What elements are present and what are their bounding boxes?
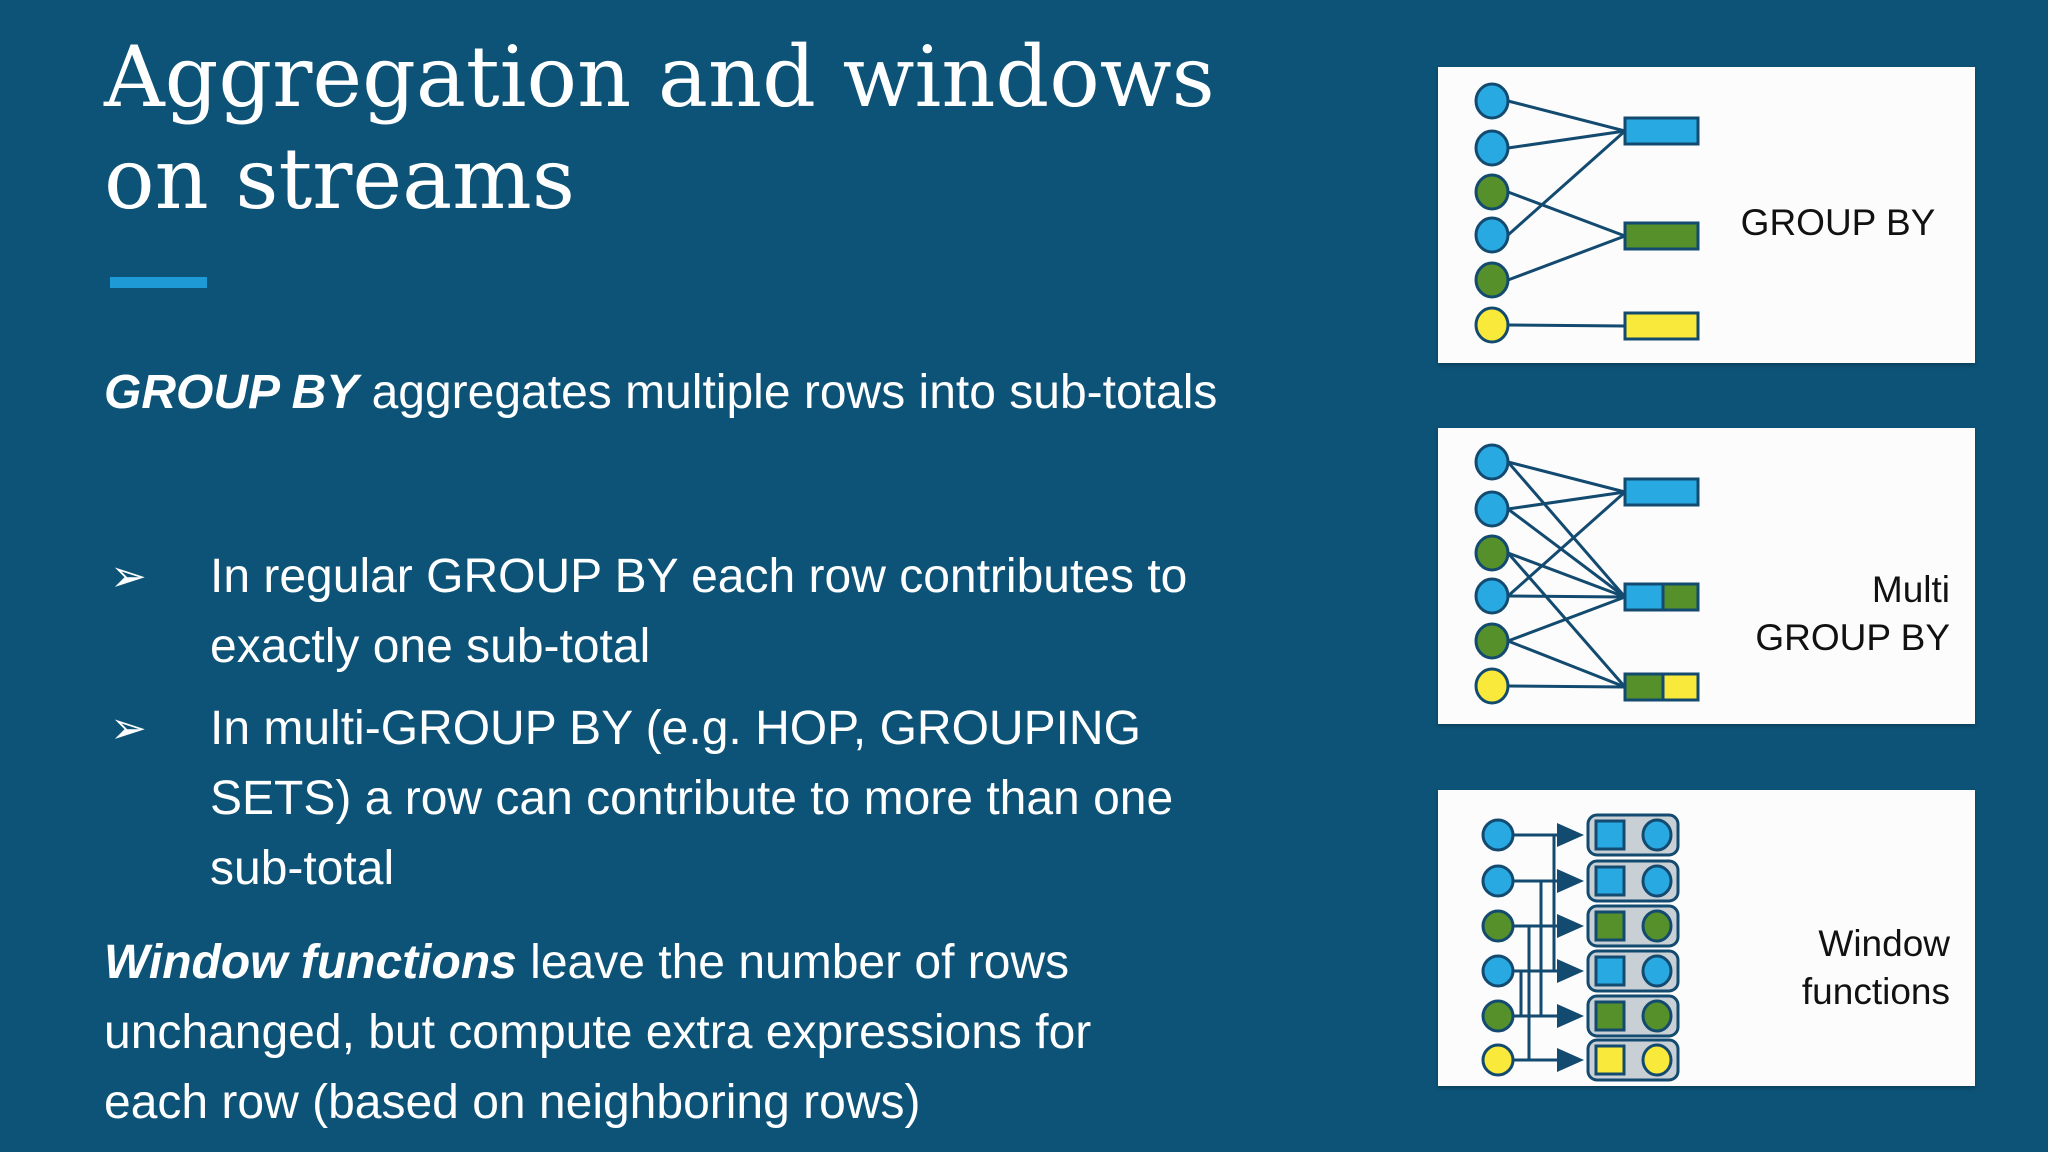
subtotal-rects [1623, 477, 1700, 702]
diagram-label-line1: Window [1818, 923, 1950, 964]
row-value-square-green [1594, 910, 1626, 942]
row-circle-blue [1481, 954, 1515, 988]
window-functions-lead-text: Window functions [104, 936, 517, 989]
row-extra-circle-green [1641, 909, 1673, 943]
row-circle-green [1481, 999, 1515, 1033]
bullet-list: ➢ In regular GROUP BY each row contribut… [104, 542, 1210, 916]
row-circle-blue [1474, 577, 1510, 615]
row-value-square-green [1594, 1000, 1626, 1032]
diagram-panel-window-functions: Window functions [1438, 790, 1975, 1086]
subtotal-rect-blue [1623, 116, 1700, 146]
window-functions-paragraph: Window functions leave the number of row… [104, 928, 1204, 1138]
input-row-circles [1474, 443, 1510, 705]
input-row-circles [1474, 82, 1510, 344]
groupby-lead-text: GROUP BY [104, 366, 359, 419]
row-extra-circle-yellow [1641, 1043, 1673, 1077]
row-circle-blue [1474, 129, 1510, 167]
title-line1: Aggregation and windows [104, 28, 1215, 126]
row-extra-circle-blue [1641, 954, 1673, 988]
row-circle-yellow [1474, 667, 1510, 705]
title-line2: on streams [104, 130, 575, 228]
row-value-square-yellow [1594, 1044, 1626, 1076]
window-functions-rest-text: leave the number of rows unchanged, but … [104, 936, 1092, 1129]
row-value-square-blue [1594, 865, 1626, 897]
row-circle-green [1474, 173, 1510, 211]
multi-groupby-links [1506, 460, 1627, 689]
row-circle-blue [1474, 82, 1510, 120]
subtotal-rect-blue-half [1623, 582, 1665, 612]
diagram-label-line1: Multi [1872, 569, 1950, 610]
window-links [1514, 823, 1584, 1072]
subtotal-rect-green-half [1623, 672, 1665, 702]
subtotal-rect-blue [1623, 477, 1700, 507]
row-circle-blue [1481, 864, 1515, 898]
arrowhead-bullet-icon: ➢ [110, 703, 147, 754]
row-circle-green [1474, 622, 1510, 660]
input-row-circles [1481, 818, 1515, 1077]
diagram-panel-multi-groupby: Multi GROUP BY [1438, 428, 1975, 724]
output-row-pills [1586, 813, 1680, 1082]
row-circle-yellow [1481, 1043, 1515, 1077]
diagram-label-line2: GROUP BY [1755, 617, 1950, 658]
bullet-item-multi-groupby: ➢ In multi-GROUP BY (e.g. HOP, GROUPING … [104, 694, 1210, 904]
diagram-label-line2: functions [1802, 971, 1950, 1012]
row-circle-yellow [1474, 306, 1510, 344]
row-circle-green [1474, 261, 1510, 299]
subtotal-rects [1623, 116, 1700, 341]
row-circle-blue [1474, 443, 1510, 481]
row-circle-green [1474, 534, 1510, 572]
groupby-rest-text: aggregates multiple rows into sub-totals [358, 366, 1218, 419]
subtotal-rect-green [1623, 221, 1700, 251]
row-extra-circle-green [1641, 999, 1673, 1033]
diagram-panel-groupby: GROUP BY [1438, 67, 1975, 363]
row-circle-blue [1474, 216, 1510, 254]
diagram-label: GROUP BY [1741, 202, 1936, 243]
row-extra-circle-blue [1641, 818, 1673, 852]
arrowhead-bullet-icon: ➢ [110, 551, 147, 602]
bullet-text: In multi-GROUP BY (e.g. HOP, GROUPING SE… [210, 702, 1174, 895]
subtotal-rect-yellow-half [1661, 672, 1700, 702]
bullet-text: In regular GROUP BY each row contributes… [210, 550, 1188, 673]
row-value-square-blue [1594, 955, 1626, 987]
row-circle-blue [1474, 490, 1510, 528]
row-extra-circle-blue [1641, 864, 1673, 898]
bullet-item-regular-groupby: ➢ In regular GROUP BY each row contribut… [104, 542, 1210, 682]
row-circle-blue [1481, 818, 1515, 852]
title-accent-bar [110, 277, 207, 288]
row-value-square-blue [1594, 819, 1626, 851]
multi-groupby-diagram: Multi GROUP BY [1474, 443, 1950, 705]
groupby-diagram: GROUP BY [1474, 82, 1936, 344]
groupby-links [1507, 99, 1626, 328]
groupby-paragraph: GROUP BY aggregates multiple rows into s… [104, 358, 1254, 428]
subtotal-rect-yellow [1623, 311, 1700, 341]
window-functions-diagram: Window functions [1481, 813, 1950, 1082]
subtotal-rect-green-half [1661, 582, 1700, 612]
row-circle-green [1481, 909, 1515, 943]
